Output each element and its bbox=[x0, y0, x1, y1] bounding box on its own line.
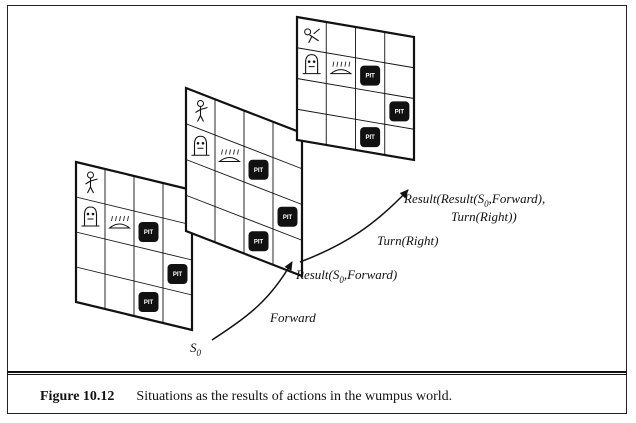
forward-arrow bbox=[211, 261, 293, 341]
board-after-forward: PIT PIT PIT bbox=[184, 86, 304, 278]
forward-label: Forward bbox=[269, 310, 316, 325]
pit-label: PIT bbox=[144, 300, 154, 306]
turn-right-arrow bbox=[299, 189, 409, 263]
pit-icon: PIT bbox=[360, 65, 381, 86]
wumpus-icon bbox=[302, 54, 321, 75]
pit-label: PIT bbox=[173, 272, 183, 278]
pit-label: PIT bbox=[365, 135, 375, 141]
pit-icon: PIT bbox=[138, 292, 159, 312]
figure-text: Situations as the results of actions in … bbox=[136, 389, 453, 404]
s0-label: S0 bbox=[190, 340, 202, 358]
pit-label: PIT bbox=[395, 109, 405, 115]
pit-icon: PIT bbox=[360, 127, 381, 148]
grid-line bbox=[75, 231, 193, 261]
figure-caption: Figure 10.12 Situations as the results of… bbox=[40, 389, 452, 405]
pit-label: PIT bbox=[365, 74, 375, 80]
gold-icon bbox=[329, 61, 353, 75]
grid-line bbox=[296, 108, 415, 130]
board-after-turn: PIT PIT PIT bbox=[295, 15, 416, 162]
pit-icon: PIT bbox=[389, 101, 410, 122]
grid-line bbox=[185, 159, 303, 205]
board-S0: PIT PIT PIT bbox=[74, 160, 194, 332]
grid-line bbox=[75, 266, 193, 296]
result1-label: Result(S0,Forward) bbox=[295, 267, 397, 285]
wumpus-icon bbox=[191, 135, 210, 156]
boards-layer: PIT PIT PIT PIT PIT PIT PIT PIT PIT bbox=[74, 15, 416, 332]
grid-line bbox=[185, 194, 303, 241]
figure-frame bbox=[7, 5, 627, 414]
agent-icon bbox=[304, 28, 320, 44]
pit-label: PIT bbox=[144, 230, 154, 236]
grid-line bbox=[296, 78, 415, 99]
agent-icon bbox=[195, 100, 208, 122]
pit-icon: PIT bbox=[138, 222, 159, 242]
agent-icon bbox=[85, 171, 98, 194]
turn-right-label: Turn(Right) bbox=[377, 233, 438, 248]
result2-label-line1: Result(Result(S0,Forward), bbox=[403, 191, 545, 209]
pit-label: PIT bbox=[254, 239, 264, 245]
caption-rule-top bbox=[7, 371, 627, 373]
pit-icon: PIT bbox=[248, 159, 269, 180]
wumpus-icon bbox=[81, 206, 100, 227]
caption-rule-bottom bbox=[7, 374, 627, 375]
gold-icon bbox=[218, 149, 241, 162]
result2-label-line2: Turn(Right)) bbox=[451, 209, 517, 224]
pit-icon: PIT bbox=[248, 231, 269, 252]
pit-label: PIT bbox=[283, 215, 293, 221]
figure-number: Figure 10.12 bbox=[40, 389, 115, 404]
gold-icon bbox=[108, 215, 131, 229]
pit-icon: PIT bbox=[277, 206, 298, 227]
pit-label: PIT bbox=[254, 168, 264, 174]
pit-icon: PIT bbox=[167, 264, 188, 284]
